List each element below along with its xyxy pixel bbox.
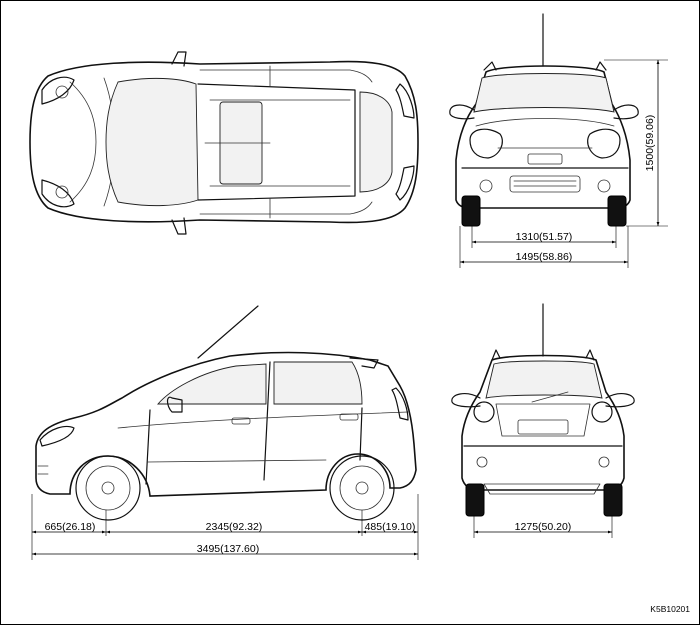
car-top-view: [29, 51, 419, 235]
rear-view-track-label: 1275(50.20): [515, 521, 572, 533]
overall-length-label: 3495(137.60): [197, 543, 259, 555]
front-overhang-label: 665(26.18): [45, 521, 96, 533]
car-front-view: [449, 13, 639, 227]
front-width-label: 1495(58.86): [516, 251, 573, 263]
wheelbase-label: 2345(92.32): [206, 521, 263, 533]
rear-track-label: 1310(51.57): [516, 231, 573, 243]
car-side-view: [35, 305, 417, 521]
height-label: 1500(59.06): [644, 115, 656, 172]
rear-overhang-label: 485(19.10): [365, 521, 416, 533]
side-view-dimensions: [31, 494, 419, 560]
figure-code: K5B10201: [650, 604, 690, 614]
front-view-dimensions: [459, 59, 668, 268]
rear-view-dimensions: [473, 516, 613, 538]
car-rear-view: [451, 303, 635, 517]
